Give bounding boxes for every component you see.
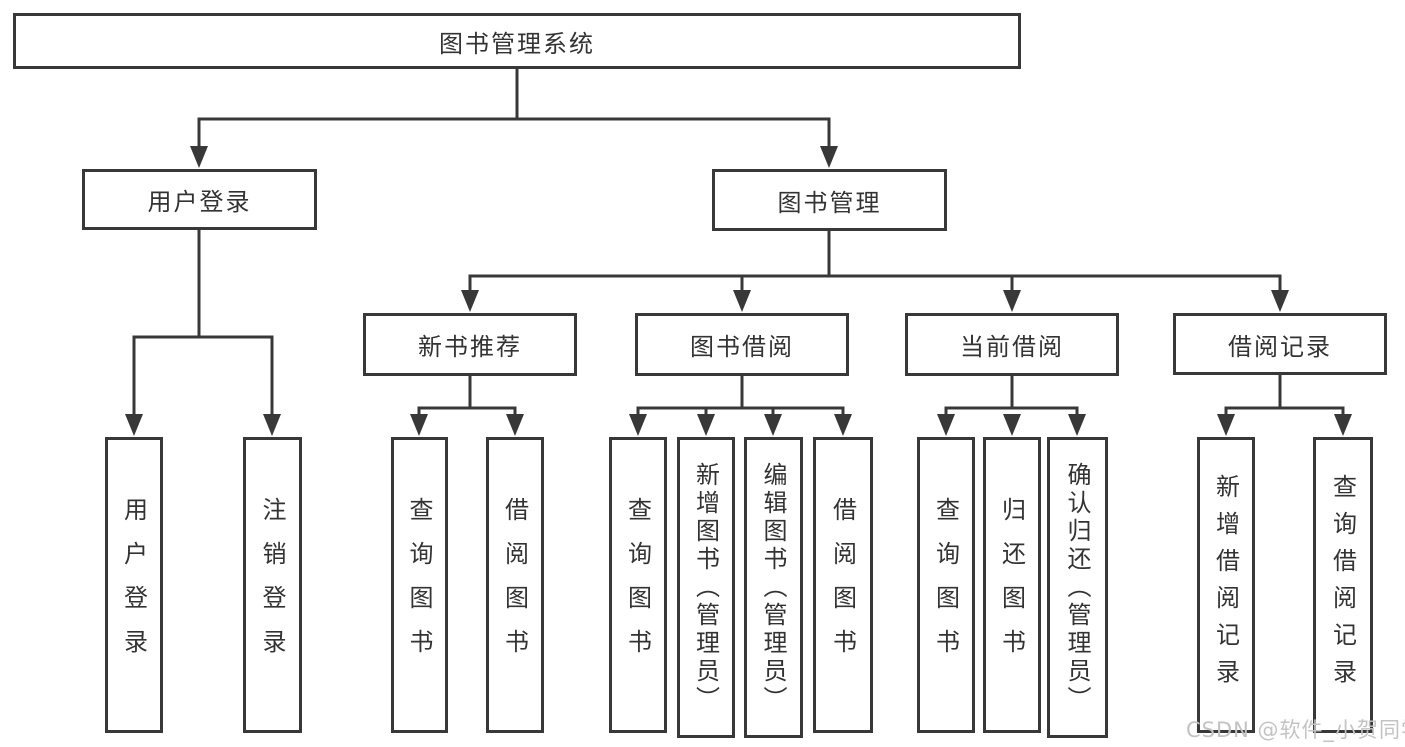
node-user-login: 用户登录 xyxy=(82,169,317,230)
leaf-return-books: 归还图书 xyxy=(983,437,1041,733)
leaf-query-borrow-record: 查询借阅记录 xyxy=(1313,437,1373,733)
connector-records-to-leaves xyxy=(1224,375,1345,416)
leaf-user-login: 用户登录 xyxy=(105,437,163,733)
leaf-confirm-return-admin: 确认归还（管理员） xyxy=(1047,437,1108,738)
arrowhead xyxy=(733,290,751,312)
leaf-edit-book-admin: 编辑图书（管理员） xyxy=(744,437,803,738)
connector-bookmgmt-to-level3 xyxy=(468,231,1282,292)
leaf-borrow-books-newbooks: 借阅图书 xyxy=(486,437,544,733)
arrowhead xyxy=(506,414,524,436)
arrowhead xyxy=(1271,290,1289,312)
arrowhead xyxy=(697,414,715,436)
node-book-management: 图书管理 xyxy=(712,169,947,231)
arrowhead xyxy=(125,414,143,436)
connector-userlogin-to-leaves xyxy=(132,230,274,416)
csdn-watermark: CSDN @软件_小贺同学 xyxy=(1186,718,1405,742)
arrowhead xyxy=(1217,414,1235,436)
arrowhead xyxy=(263,414,281,436)
arrowhead xyxy=(1068,414,1086,436)
arrowhead xyxy=(461,290,479,312)
node-book-borrowing: 图书借阅 xyxy=(635,313,849,376)
arrowhead xyxy=(834,414,852,436)
connector-borrowing-to-leaves xyxy=(636,376,845,416)
arrowhead xyxy=(1334,414,1352,436)
connector-current-to-leaves xyxy=(944,376,1079,416)
arrowhead xyxy=(629,414,647,436)
leaf-borrow-books-borrowing: 借阅图书 xyxy=(813,437,873,733)
node-new-book-recommend: 新书推荐 xyxy=(363,313,577,376)
leaf-query-books-borrowing: 查询图书 xyxy=(609,437,667,733)
arrowhead xyxy=(190,146,208,168)
arrowhead xyxy=(410,414,428,436)
leaf-add-borrow-record: 新增借阅记录 xyxy=(1197,437,1255,733)
leaf-add-book-admin: 新增图书（管理员） xyxy=(677,437,735,738)
arrowhead xyxy=(1003,290,1021,312)
arrowhead xyxy=(764,414,782,436)
leaf-logout: 注销登录 xyxy=(243,437,302,733)
arrowheads-group xyxy=(125,146,1352,436)
leaf-query-books-current: 查询图书 xyxy=(917,437,975,733)
arrowhead xyxy=(820,146,838,168)
arrowhead xyxy=(937,414,955,436)
leaf-query-books-newbooks: 查询图书 xyxy=(391,437,448,733)
connector-newbooks-to-leaves xyxy=(417,376,517,416)
arrowhead xyxy=(1003,414,1021,436)
node-root-system: 图书管理系统 xyxy=(13,13,1021,69)
node-current-borrowing: 当前借阅 xyxy=(905,313,1119,376)
connector-root-to-level2 xyxy=(197,69,831,148)
node-borrowing-records: 借阅记录 xyxy=(1173,313,1387,375)
